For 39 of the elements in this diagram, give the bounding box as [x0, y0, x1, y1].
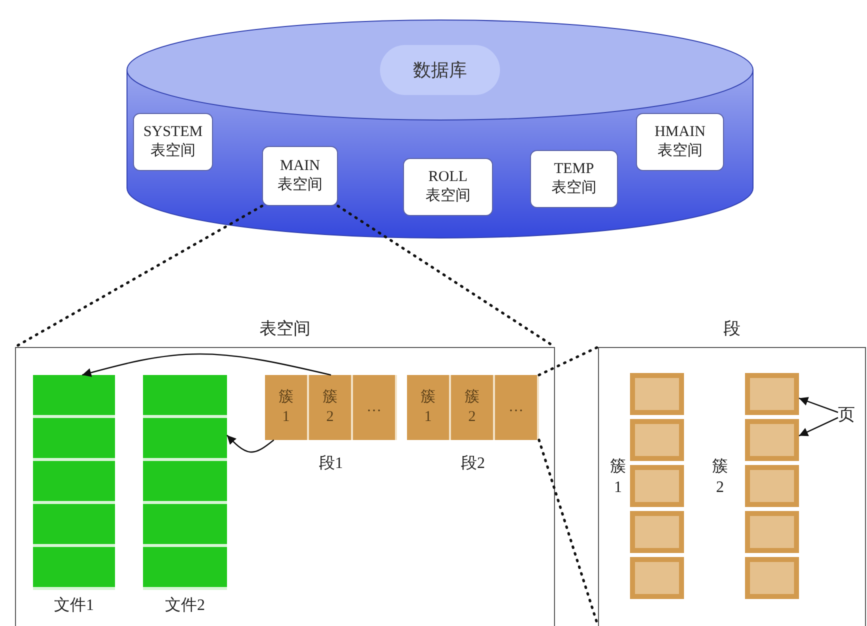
- file-label: 文件2: [164, 596, 206, 616]
- page-label: 页: [838, 402, 862, 428]
- arrow: [226, 434, 274, 453]
- cluster-cell: 簇1: [265, 375, 309, 440]
- dotted-zoom-line: [538, 346, 600, 376]
- page-block: [630, 511, 684, 553]
- file-label: 文件1: [53, 596, 95, 616]
- tablespace-box: HMAIN 表空间: [636, 113, 724, 171]
- segment-label: 段1: [318, 454, 344, 474]
- cluster-cell: 簇2: [451, 375, 495, 440]
- page-block: [745, 557, 799, 599]
- cluster-cell: …: [353, 375, 397, 440]
- cluster-cell: 簇2: [309, 375, 353, 440]
- page-block: [745, 419, 799, 461]
- page-block: [745, 465, 799, 507]
- cluster-label: 簇2: [712, 457, 728, 498]
- cluster-label: 簇1: [610, 457, 626, 498]
- arrow: [798, 417, 838, 436]
- tablespace-box: TEMP 表空间: [530, 150, 618, 208]
- arrow: [82, 353, 332, 377]
- cluster-cell: 簇1: [407, 375, 451, 440]
- tablespace-box: SYSTEM 表空间: [133, 113, 213, 171]
- tablespace-box: ROLL 表空间: [403, 158, 493, 216]
- page-block: [630, 419, 684, 461]
- page-block: [630, 557, 684, 599]
- file-column: [143, 375, 227, 590]
- tablespace-box: MAIN 表空间: [262, 146, 338, 206]
- cluster-cell: …: [495, 375, 539, 440]
- dotted-zoom-line: [14, 204, 264, 348]
- panel-title: 表空间: [258, 318, 312, 340]
- page-block: [745, 511, 799, 553]
- page-block: [630, 465, 684, 507]
- file-column: [33, 375, 115, 590]
- database-label: 数据库: [380, 45, 500, 95]
- segment-label: 段2: [460, 454, 486, 474]
- page-block: [745, 373, 799, 415]
- page-block: [630, 373, 684, 415]
- panel-title: 段: [722, 318, 742, 340]
- arrow: [798, 397, 838, 414]
